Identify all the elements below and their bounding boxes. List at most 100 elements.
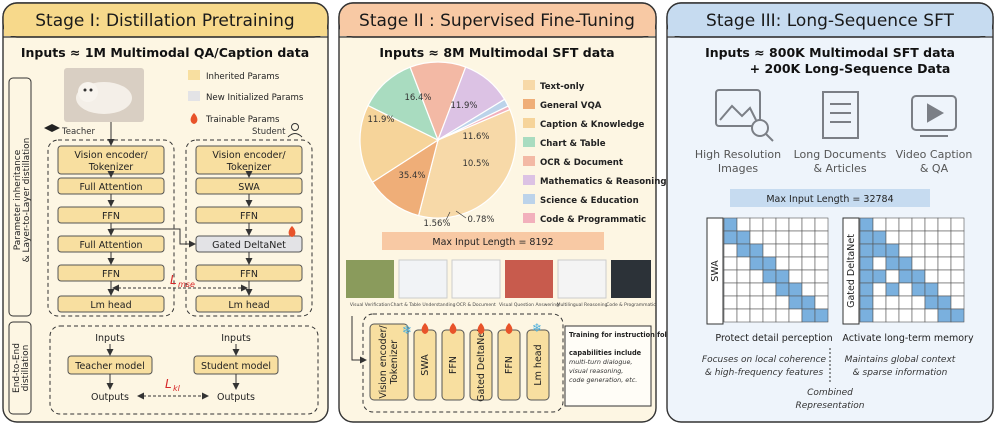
grid-cell <box>788 295 803 310</box>
grid-cell <box>749 243 764 258</box>
grid-cell <box>872 256 887 271</box>
grid-cell <box>723 243 738 258</box>
grid-cell <box>775 282 790 297</box>
svg-text:FFN: FFN <box>240 211 258 222</box>
grid-cell <box>885 230 900 245</box>
grid-cell <box>723 308 738 323</box>
svg-text:Full Attention: Full Attention <box>79 182 142 193</box>
swa-attention-grid <box>723 217 829 323</box>
grid-cell <box>911 217 926 232</box>
grid-cell <box>788 243 803 258</box>
grid-cell <box>937 230 952 245</box>
grid-cell <box>723 230 738 245</box>
grid-cell <box>911 295 926 310</box>
grid-cell <box>814 230 829 245</box>
grid-cell <box>801 256 816 271</box>
icon-caption-video-line1: Video Caption <box>896 148 973 161</box>
grid-label-swa: SWA <box>710 260 721 282</box>
grid-cell <box>736 269 751 284</box>
grid-cell <box>775 217 790 232</box>
grid-cell <box>898 295 913 310</box>
grid-cell <box>950 217 965 232</box>
grid-cell <box>937 217 952 232</box>
pie-legend-label: Chart & Table <box>540 139 606 149</box>
grid-cell <box>749 282 764 297</box>
icon-caption-docs-line2: & Articles <box>813 162 866 175</box>
grid-cell <box>762 230 777 245</box>
grid-cell <box>801 230 816 245</box>
e2e-inputs-student: Inputs <box>221 333 251 344</box>
teacher-vision-encoder: Vision encoder/ Tokenizer <box>57 145 165 175</box>
pie-legend-label: Science & Education <box>540 196 639 206</box>
grid-cell <box>937 295 952 310</box>
grid-cell <box>950 230 965 245</box>
stage2-max-input: Max Input Length = 8192 <box>432 237 553 248</box>
grid-cell <box>788 256 803 271</box>
pie-label-4: 11.6% <box>462 132 489 142</box>
side-label-e2e-line2: distillation <box>21 345 31 392</box>
grid-cell <box>723 256 738 271</box>
side-label-pretrain-line2: & Layer-to-Layer distillation <box>22 138 32 263</box>
thumbnail-ocr <box>451 259 501 299</box>
instruction-note <box>564 325 652 407</box>
image-search-icon <box>715 89 774 142</box>
snowflake-icon-lm: ❄ <box>532 321 542 335</box>
student-swa: SWA <box>195 177 303 195</box>
stage3-inputs-line2: + 200K Long-Sequence Data <box>750 61 951 76</box>
grid-cell <box>924 256 939 271</box>
combined-line1: Combined <box>807 388 853 398</box>
loss-kl-subscript: kl <box>173 384 181 393</box>
grid-cell <box>788 230 803 245</box>
grid-cell <box>775 295 790 310</box>
teacher-ffn-1: FFN <box>57 206 165 224</box>
legend-inherited: Inherited Params <box>206 72 280 82</box>
grid-cell <box>898 256 913 271</box>
pipeline-gated-deltanet: Gated DeltaNet <box>469 328 493 402</box>
grid-cell <box>814 269 829 284</box>
svg-text:FFN: FFN <box>240 269 258 280</box>
grid-cell <box>898 217 913 232</box>
pipeline-lm-head: Lm head <box>526 329 550 401</box>
student-label: Student <box>252 127 286 137</box>
caption-activate-memory: Activate long-term memory <box>842 333 974 344</box>
deltanet-attention-grid <box>859 217 965 323</box>
max-input-bar <box>382 232 604 250</box>
stage3-inputs-line1: Inputs ≈ 800K Multimodal SFT data <box>705 45 955 60</box>
pipeline-ffn-2: FFN <box>497 329 521 401</box>
grid-cell <box>911 243 926 258</box>
note-global-line1: Maintains global context <box>845 355 956 365</box>
grid-cell <box>898 282 913 297</box>
grid-cell <box>749 295 764 310</box>
grid-cell <box>885 269 900 284</box>
thumbnail-visual <box>346 260 394 298</box>
pie-label-1: 16.4% <box>404 93 431 103</box>
grid-cell <box>736 282 751 297</box>
pie-legend-swatch <box>523 175 535 185</box>
grid-cell <box>859 308 874 323</box>
svg-text:Lm head: Lm head <box>533 344 544 385</box>
grid-cell <box>950 308 965 323</box>
grid-cell <box>723 217 738 232</box>
svg-text:Lm head: Lm head <box>228 300 269 311</box>
pie-legend-label: Caption & Knowledge <box>540 120 645 130</box>
grid-cell <box>736 217 751 232</box>
loss-mse: L <box>170 273 177 287</box>
svg-text:Vision encoder/: Vision encoder/ <box>378 325 389 399</box>
grid-cell <box>924 243 939 258</box>
svg-text:Lm head: Lm head <box>90 300 131 311</box>
pie-legend-swatch <box>523 194 535 204</box>
e2e-student-model: Student model <box>193 355 279 375</box>
grid-cell <box>723 269 738 284</box>
e2e-inputs-teacher: Inputs <box>95 333 125 344</box>
grid-cell <box>898 269 913 284</box>
grid-cell <box>762 243 777 258</box>
teacher-ffn-2: FFN <box>57 264 165 282</box>
thumbnail-vqa <box>505 260 553 298</box>
pie-slice-text-only <box>417 108 517 219</box>
grid-cell <box>911 230 926 245</box>
grid-cell <box>950 243 965 258</box>
grid-cell <box>924 217 939 232</box>
stage1-panel: Stage I: Distillation Pretraining Inputs… <box>2 2 329 423</box>
grid-cell <box>872 269 887 284</box>
note-title: Training for instruction following: <box>569 331 694 339</box>
